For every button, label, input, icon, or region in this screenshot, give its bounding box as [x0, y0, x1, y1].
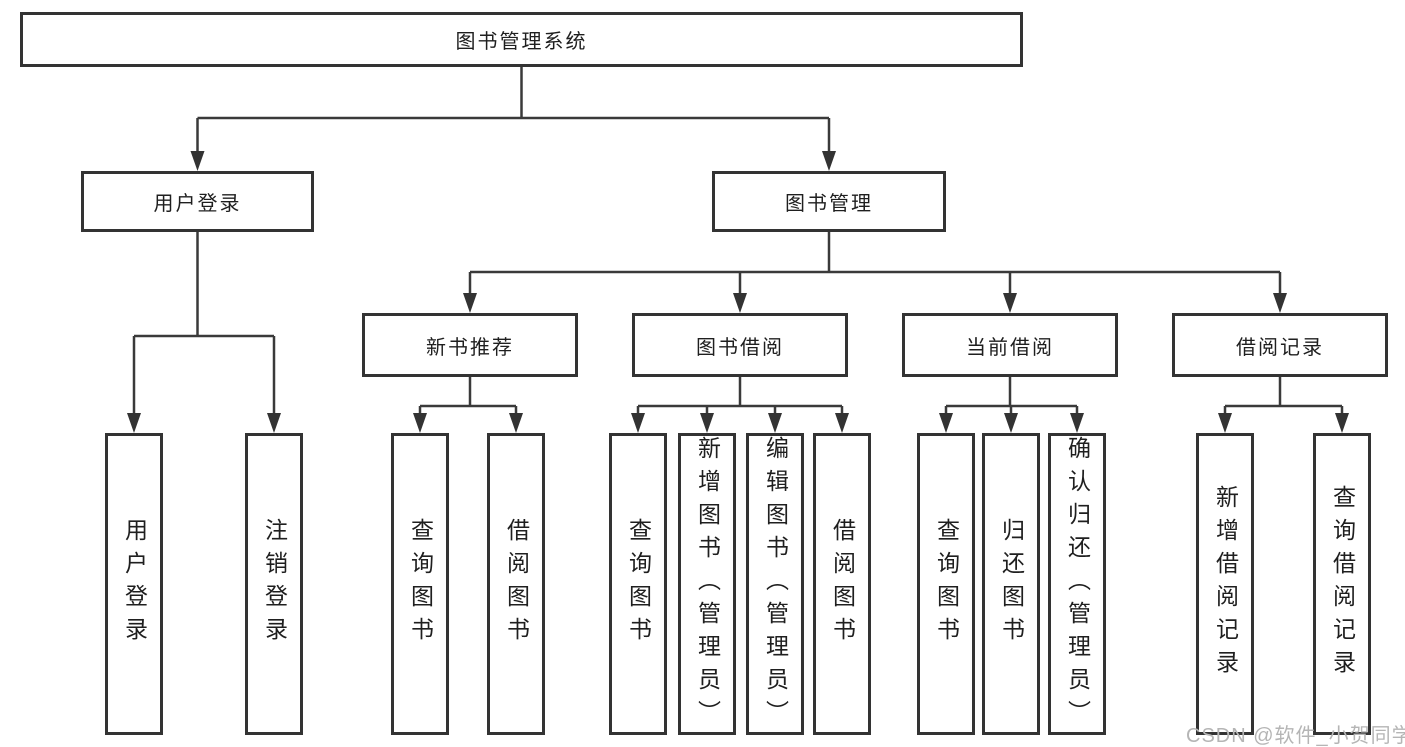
leaf-newbook-query-books: 查询图书 [391, 433, 449, 735]
connector-borrow-to-leaves [636, 377, 844, 415]
connector-bookmgmt-to-level3 [468, 232, 1282, 296]
connector-userlogin-to-leaves [132, 232, 276, 415]
node-library-management-system: 图书管理系统 [20, 12, 1023, 67]
leaf-logout: 注销登录 [245, 433, 303, 735]
node-new-book-recommendation: 新书推荐 [362, 313, 578, 377]
leaf-records-query-borrow-record: 查询借阅记录 [1313, 433, 1371, 735]
leaf-borrow-edit-books-admin: 编辑图书（管理员） [746, 433, 804, 735]
node-book-management: 图书管理 [712, 171, 946, 232]
leaf-current-return-books: 归还图书 [982, 433, 1040, 735]
node-user-login: 用户登录 [81, 171, 314, 232]
leaf-current-query-books: 查询图书 [917, 433, 975, 735]
connector-records-to-leaves [1223, 377, 1344, 415]
leaf-current-confirm-return-admin: 确认归还（管理员） [1048, 433, 1106, 735]
node-book-borrowing: 图书借阅 [632, 313, 848, 377]
leaf-borrow-add-books-admin: 新增图书（管理员） [678, 433, 736, 735]
connector-current-to-leaves [944, 377, 1079, 415]
leaf-borrow-borrow-books: 借阅图书 [813, 433, 871, 735]
connector-root-to-level2 [196, 67, 831, 153]
leaf-borrow-query-books: 查询图书 [609, 433, 667, 735]
csdn-watermark: CSDN @软件_小贺同学 [1186, 725, 1405, 747]
leaf-records-add-borrow-record: 新增借阅记录 [1196, 433, 1254, 735]
node-borrowing-records: 借阅记录 [1172, 313, 1388, 377]
connector-newbook-to-leaves [418, 377, 518, 415]
node-current-borrowing: 当前借阅 [902, 313, 1118, 377]
leaf-user-login: 用户登录 [105, 433, 163, 735]
leaf-newbook-borrow-books: 借阅图书 [487, 433, 545, 735]
